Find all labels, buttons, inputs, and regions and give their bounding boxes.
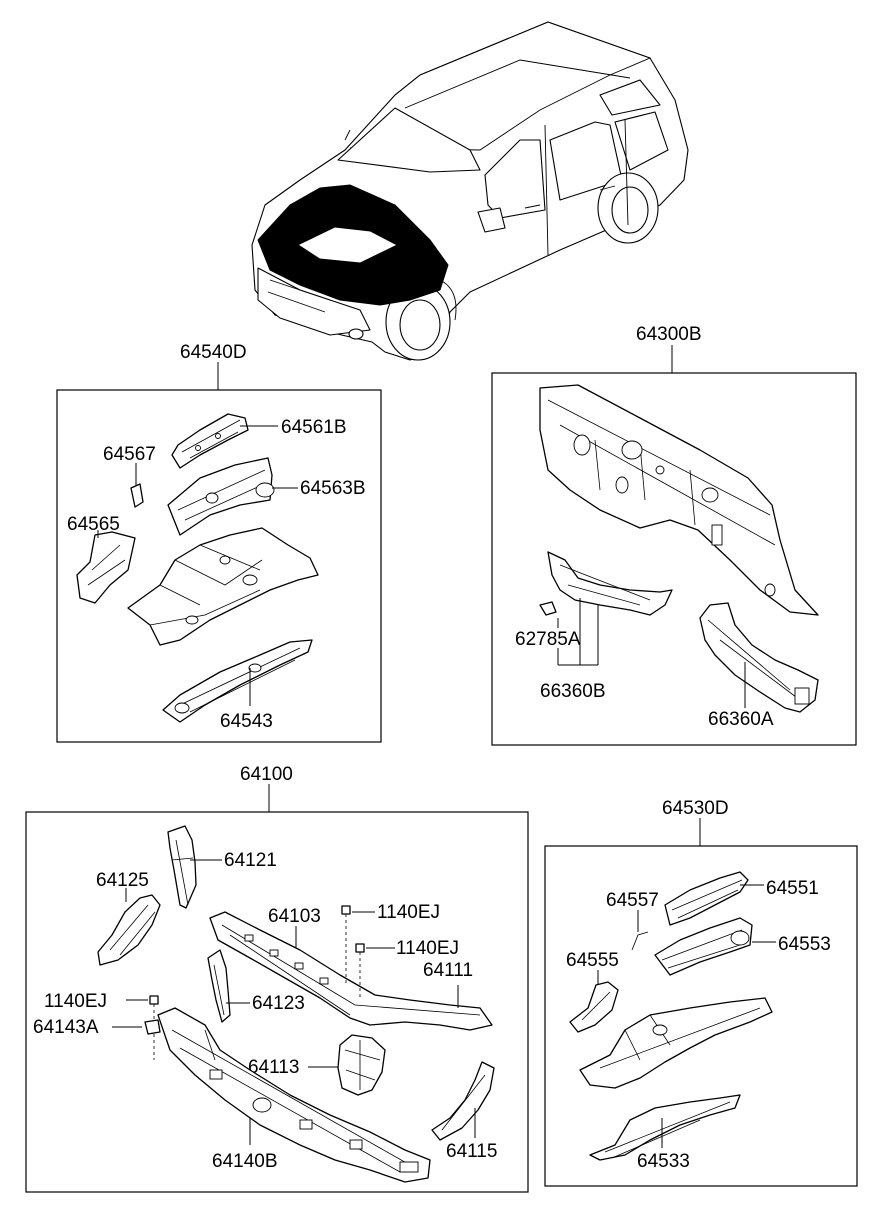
- label-1140EJ-a: 1140EJ: [377, 902, 440, 923]
- part-64123: 64123: [207, 949, 305, 1023]
- label-64115: 64115: [446, 1141, 497, 1162]
- label-64563B: 64563B: [300, 478, 366, 499]
- part-64553: 64553: [654, 917, 831, 976]
- bolt-1140EJ-c: 1140EJ: [44, 991, 159, 1060]
- label-64555: 64555: [566, 950, 619, 971]
- label-64530D: 64530D: [662, 798, 729, 819]
- part-64125: 64125: [96, 870, 161, 966]
- part-64565: 64565: [67, 514, 136, 604]
- part-64115: 64115: [431, 1061, 497, 1162]
- label-64551: 64551: [766, 878, 819, 899]
- group-64100: 64100 64121 64125 64103 64111: [25, 764, 529, 1193]
- part-66360B: [547, 551, 673, 666]
- label-64300B: 64300B: [636, 324, 702, 345]
- label-64140B: 64140B: [212, 1151, 278, 1172]
- part-rear-floor: [579, 997, 773, 1089]
- bolt-1140EJ-b: 1140EJ: [355, 938, 459, 1000]
- label-64143A: 64143A: [33, 1017, 99, 1038]
- label-1140EJ-b: 1140EJ: [396, 938, 459, 959]
- label-64565: 64565: [67, 514, 120, 535]
- part-64533: 64533: [589, 1094, 741, 1172]
- group-box-64530D: [544, 845, 858, 1187]
- label-66360A: 66360A: [708, 709, 774, 730]
- label-64533: 64533: [637, 1151, 690, 1172]
- part-64543: 64543: [162, 639, 313, 732]
- part-dash-panel: [539, 384, 819, 616]
- part-64113: 64113: [248, 1034, 386, 1096]
- label-64123: 64123: [252, 993, 305, 1014]
- label-64121: 64121: [224, 850, 277, 871]
- label-64100: 64100: [240, 764, 293, 785]
- group-64300B: 64300B 62785A 66360B: [491, 324, 857, 746]
- label-64540D: 64540D: [180, 342, 247, 363]
- group-box-64300B: [491, 372, 857, 746]
- part-64551: 64551: [664, 871, 819, 926]
- part-66360A: 66360A: [699, 602, 819, 730]
- part-64143A: 64143A: [33, 1017, 161, 1038]
- label-64543: 64543: [220, 711, 273, 732]
- label-64125: 64125: [96, 870, 149, 891]
- label-64567: 64567: [103, 444, 156, 465]
- part-64561B: 64561B: [171, 413, 347, 469]
- group-box-64540D: [56, 389, 382, 743]
- part-64121: 64121: [167, 825, 277, 909]
- label-64113: 64113: [248, 1057, 299, 1078]
- label-62785A: 62785A: [515, 629, 581, 650]
- part-64567: 64567: [103, 444, 156, 508]
- label-64553: 64553: [778, 934, 831, 955]
- label-1140EJ-c: 1140EJ: [44, 991, 107, 1012]
- label-66360B: 66360B: [540, 681, 606, 702]
- label-64111: 64111: [423, 960, 473, 981]
- label-64561B: 64561B: [281, 417, 347, 438]
- part-62785A: 62785A 66360B: [515, 601, 606, 702]
- part-64563B: 64563B: [167, 457, 366, 536]
- part-64555: 64555: [566, 950, 619, 1033]
- group-64530D: 64530D 64551 64557 64553 64555: [544, 798, 858, 1187]
- part-center-floor: [127, 527, 319, 646]
- part-64140B: 64140B: [157, 1007, 431, 1183]
- vehicle-illustration: [251, 21, 689, 361]
- group-64540D: 64540D 64561B 64567 64563B: [56, 342, 382, 743]
- part-64103: 64103 64111: [209, 906, 493, 1031]
- bolt-1140EJ-a: 1140EJ: [341, 902, 440, 985]
- group-box-64100: [25, 811, 529, 1193]
- label-64103: 64103: [268, 906, 321, 927]
- label-64557: 64557: [606, 890, 659, 911]
- part-64557: 64557: [606, 890, 659, 951]
